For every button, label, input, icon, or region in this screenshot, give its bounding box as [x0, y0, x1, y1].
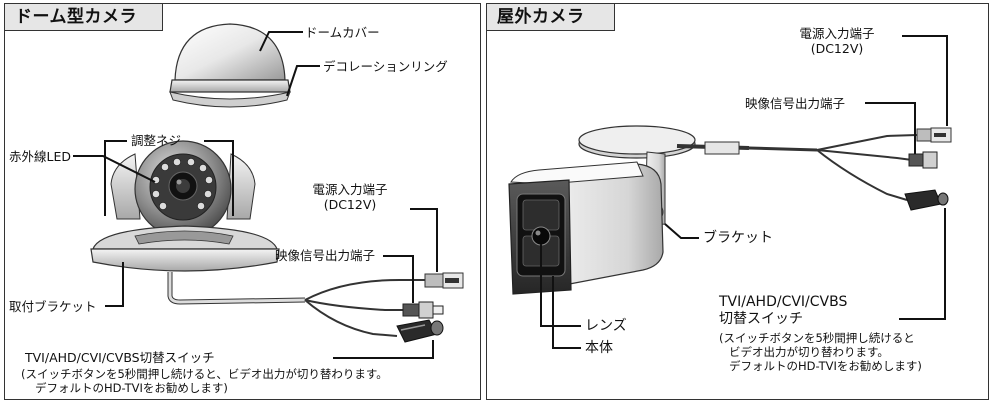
label-bullet-video-out: 映像信号出力端子: [745, 96, 846, 111]
label-dome-switch: TVI/AHD/CVI/CVBS切替スイッチ: [25, 350, 215, 365]
label-bullet-body: 本体: [585, 340, 613, 356]
label-dome-video-out: 映像信号出力端子: [275, 248, 376, 263]
label-dome-cover: ドームカバー: [305, 25, 380, 40]
dome-power-spec: (DC12V): [323, 197, 377, 212]
bullet-note-line-1: (スイッチボタンを5秒間押し続けると: [719, 331, 915, 345]
label-adjust-screw: 調整ネジ: [131, 133, 182, 148]
power-connector-drawing: [424, 272, 464, 289]
bullet-switch-line-1: TVI/AHD/CVI/CVBS: [719, 294, 848, 310]
label-bullet-switch: TVI/AHD/CVI/CVBS 切替スイッチ: [719, 294, 847, 328]
label-decoration-ring: デコレーションリング: [323, 59, 448, 74]
bullet-camera-illustration: [508, 35, 952, 349]
dome-camera-panel: ドーム型カメラ: [4, 3, 481, 400]
bnc-connector-drawing: [402, 301, 444, 319]
bullet-body-drawing: [508, 161, 664, 295]
bullet-leader-lines: [540, 35, 948, 349]
dome-power-name: 電源入力端子: [312, 182, 388, 197]
label-bullet-power: 電源入力端子 (DC12V): [777, 26, 897, 56]
bullet-cable-drawing: [676, 134, 918, 201]
dome-camera-title: ドーム型カメラ: [5, 4, 163, 31]
dome-note-line-1: (スイッチボタンを5秒間押し続けると、ビデオ出力が切り替わります。: [21, 367, 388, 381]
bullet-bnc-connector-drawing: [908, 151, 938, 169]
label-bullet-bracket: ブラケット: [703, 230, 773, 246]
outdoor-camera-title: 屋外カメラ: [487, 4, 615, 31]
bullet-power-connector-drawing: [916, 127, 952, 143]
dome-cable-drawing: [304, 278, 427, 337]
bullet-note-line-2: ビデオ出力が切り替わります。: [729, 345, 889, 359]
bullet-switch-line-2: 切替スイッチ: [719, 311, 803, 327]
dome-camera-illustration: [73, 23, 464, 359]
outdoor-camera-panel: 屋外カメラ: [486, 3, 989, 400]
switch-box-drawing: [396, 319, 444, 343]
bullet-note-line-3: デフォルトのHD-TVIをお勧めします): [729, 359, 922, 373]
label-bullet-lens: レンズ: [585, 318, 627, 334]
label-ir-led: 赤外線LED: [9, 149, 71, 164]
label-dome-power: 電源入力端子 (DC12V): [290, 182, 410, 212]
bullet-switch-box-drawing: [904, 189, 949, 211]
label-bracket: 取付ブラケット: [9, 299, 97, 314]
dome-note-line-2: デフォルトのHD-TVIをお勧めします): [35, 381, 228, 395]
bullet-power-spec: (DC12V): [810, 41, 864, 56]
bullet-power-name: 電源入力端子: [799, 26, 875, 41]
dome-leader-lines: [73, 31, 438, 359]
dome-cover-drawing: [169, 23, 291, 108]
